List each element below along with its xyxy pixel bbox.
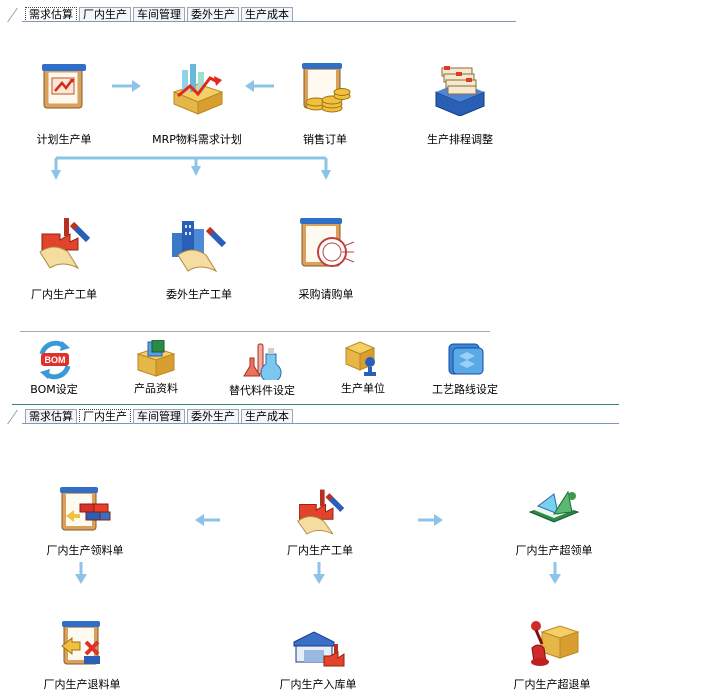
- arrow-right-icon: [112, 80, 141, 92]
- inhouse-workorder-icon-2[interactable]: [292, 484, 348, 536]
- over-pick-label[interactable]: 厂内生产超领单: [515, 544, 593, 557]
- tab-outsource-production[interactable]: 委外生产: [187, 7, 239, 22]
- sales-order-label[interactable]: 销售订单: [303, 133, 347, 146]
- tab-bar-top: 需求估算 厂内生产 车间管理 委外生产 生产成本: [7, 6, 295, 22]
- tab-bar-bottom: 需求估算 厂内生产 车间管理 委外生产 生产成本: [7, 408, 295, 424]
- mrp-chart-box-icon[interactable]: [168, 62, 226, 116]
- bom-cycle-icon[interactable]: BOM: [34, 340, 76, 380]
- tab-inhouse-production-2[interactable]: 厂内生产: [79, 409, 131, 424]
- arrow-left-icon-2: [195, 514, 220, 526]
- warehouse-storage-icon[interactable]: [290, 624, 348, 668]
- outsource-workorder-icon[interactable]: [166, 215, 228, 275]
- arrow-down-icon-3: [549, 562, 561, 584]
- material-return-icon[interactable]: [58, 620, 108, 668]
- tab-inhouse-production[interactable]: 厂内生产: [79, 7, 131, 22]
- purchase-requisition-icon[interactable]: [298, 216, 356, 272]
- tab-bar-underline-2: [22, 423, 619, 424]
- bom-icon-text: BOM: [45, 355, 66, 365]
- material-pick-icon[interactable]: [58, 486, 112, 534]
- over-return-label[interactable]: 厂内生产超退单: [513, 678, 591, 691]
- sales-order-coins-icon[interactable]: [298, 62, 354, 116]
- arrow-down-icon-2: [313, 562, 325, 584]
- process-route-icon[interactable]: [445, 340, 487, 378]
- over-pick-book-icon[interactable]: [528, 488, 582, 532]
- mrp-plan-label[interactable]: MRP物料需求计划: [152, 133, 242, 146]
- branch-down-connector: [51, 156, 331, 180]
- storage-label[interactable]: 厂内生产入库单: [279, 678, 357, 691]
- tab-demand-estimate[interactable]: 需求估算: [25, 7, 77, 22]
- arrow-down-icon-1: [75, 562, 87, 584]
- substitute-flask-icon[interactable]: [242, 340, 284, 380]
- panel-divider: [12, 404, 619, 405]
- tab-workshop-management[interactable]: 车间管理: [133, 7, 185, 22]
- purchase-requisition-label[interactable]: 采购请购单: [298, 288, 354, 301]
- section-separator: [20, 331, 490, 332]
- product-box-icon[interactable]: [134, 340, 178, 378]
- material-pick-label[interactable]: 厂内生产领料单: [46, 544, 124, 557]
- tab-bar-underline: [22, 21, 516, 22]
- tab-production-cost-2[interactable]: 生产成本: [241, 409, 293, 424]
- material-return-label[interactable]: 厂内生产退料单: [43, 678, 121, 691]
- tab-outsource-production-2[interactable]: 委外生产: [187, 409, 239, 424]
- over-return-box-icon[interactable]: [528, 618, 580, 668]
- schedule-adjust-label[interactable]: 生产排程调整: [427, 133, 493, 146]
- plan-document-icon[interactable]: [40, 62, 88, 112]
- tab-demand-estimate-2[interactable]: 需求估算: [25, 409, 77, 424]
- plan-production-label[interactable]: 计划生产单: [36, 133, 92, 146]
- arrow-right-icon-2: [418, 514, 443, 526]
- bom-setting-label[interactable]: BOM设定: [30, 383, 78, 396]
- outsource-workorder-label[interactable]: 委外生产工单: [166, 288, 232, 301]
- production-unit-label[interactable]: 生产单位: [341, 382, 385, 395]
- inhouse-workorder-label[interactable]: 厂内生产工单: [31, 288, 97, 301]
- product-info-label[interactable]: 产品资料: [134, 382, 178, 395]
- production-unit-icon[interactable]: [340, 338, 384, 378]
- tab-production-cost[interactable]: 生产成本: [241, 7, 293, 22]
- tab-workshop-management-2[interactable]: 车间管理: [133, 409, 185, 424]
- arrow-left-icon: [245, 80, 274, 92]
- substitute-material-label[interactable]: 替代料件设定: [229, 384, 295, 397]
- inhouse-workorder-icon[interactable]: [34, 212, 94, 272]
- process-route-label[interactable]: 工艺路线设定: [432, 383, 498, 396]
- inhouse-workorder-label-2[interactable]: 厂内生产工单: [287, 544, 353, 557]
- schedule-file-drawer-icon[interactable]: [432, 62, 488, 116]
